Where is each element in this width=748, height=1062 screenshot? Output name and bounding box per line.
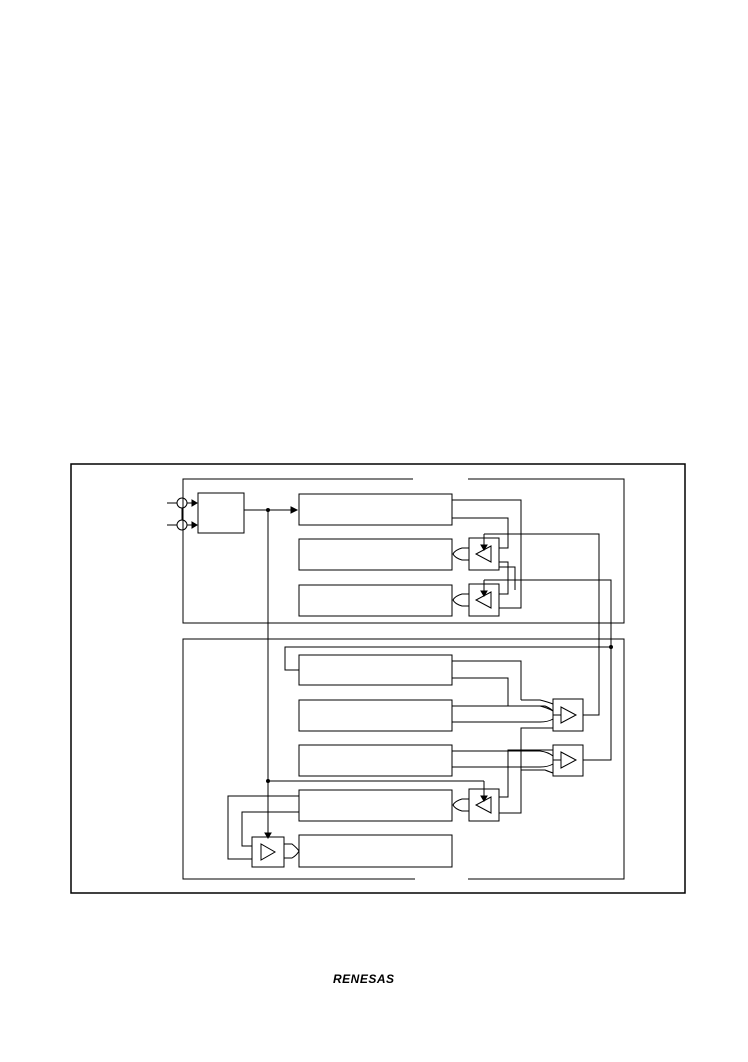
lower-group-frame bbox=[182, 638, 625, 880]
register-l5 bbox=[298, 834, 453, 868]
register-l2 bbox=[298, 699, 453, 732]
register-l3 bbox=[298, 744, 453, 777]
comparator-u1 bbox=[468, 534, 500, 571]
register-u1 bbox=[298, 493, 453, 526]
comparator-u2 bbox=[468, 580, 500, 617]
register-l1 bbox=[298, 654, 453, 686]
input-pin-2 bbox=[167, 519, 198, 531]
comparator-l3 bbox=[468, 781, 500, 822]
register-u2 bbox=[298, 538, 453, 571]
input-pin-1 bbox=[167, 497, 198, 509]
renesas-logo: RENESAS bbox=[333, 972, 395, 986]
register-u3 bbox=[298, 584, 453, 617]
clock-block bbox=[197, 492, 245, 534]
register-l4 bbox=[298, 789, 453, 822]
comparator-l2 bbox=[552, 744, 584, 777]
upper-group-frame bbox=[182, 478, 625, 624]
comparator-l4 bbox=[251, 836, 285, 868]
comparator-l1 bbox=[552, 698, 584, 732]
outer-frame bbox=[70, 463, 686, 894]
